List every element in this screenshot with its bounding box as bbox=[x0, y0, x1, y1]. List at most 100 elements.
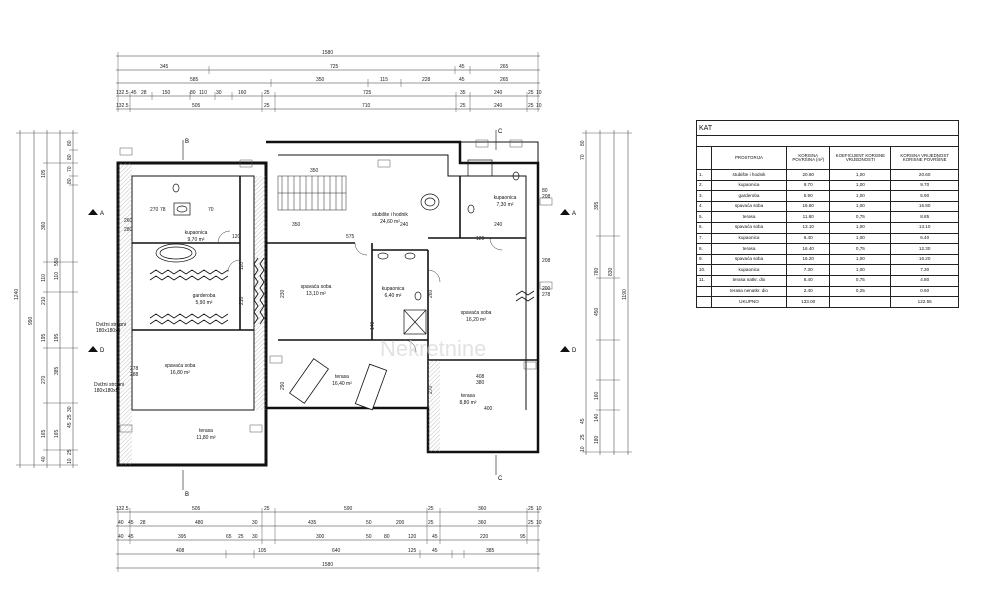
svg-text:70: 70 bbox=[580, 154, 586, 160]
svg-text:132.5: 132.5 bbox=[116, 103, 129, 109]
svg-text:220: 220 bbox=[480, 534, 489, 540]
lounger-icon bbox=[354, 363, 388, 411]
svg-text:1580: 1580 bbox=[322, 50, 333, 56]
svg-text:25: 25 bbox=[264, 90, 270, 96]
svg-text:105: 105 bbox=[41, 169, 47, 178]
svg-text:45: 45 bbox=[459, 77, 465, 83]
svg-text:115: 115 bbox=[380, 77, 388, 83]
bathtub-icon bbox=[155, 243, 197, 263]
table-total-row: UKUPNO 133.00 122.55 bbox=[696, 296, 959, 308]
svg-text:110: 110 bbox=[54, 272, 60, 280]
svg-text:13,10 m²: 13,10 m² bbox=[306, 291, 326, 297]
col-header-area: KORISNA POVRŠINA (m²) bbox=[785, 146, 831, 170]
svg-text:360: 360 bbox=[41, 221, 47, 230]
svg-text:95: 95 bbox=[520, 534, 526, 540]
svg-text:380: 380 bbox=[476, 380, 485, 386]
svg-text:395: 395 bbox=[594, 201, 600, 210]
svg-text:345: 345 bbox=[160, 64, 169, 70]
svg-text:45: 45 bbox=[459, 64, 465, 70]
svg-text:350: 350 bbox=[316, 77, 325, 83]
plan-notes: Dvižni stropni 180x180x5 Dvižni stropni … bbox=[94, 322, 126, 394]
svg-text:Dvižni stropni: Dvižni stropni bbox=[96, 322, 126, 328]
svg-text:110: 110 bbox=[199, 90, 207, 96]
svg-text:terasa: terasa bbox=[199, 428, 213, 434]
svg-text:50: 50 bbox=[366, 520, 372, 526]
svg-text:350: 350 bbox=[310, 168, 319, 174]
svg-text:50: 50 bbox=[366, 534, 372, 540]
svg-text:9,70 m²: 9,70 m² bbox=[188, 237, 205, 243]
svg-text:10: 10 bbox=[536, 103, 542, 109]
svg-text:40: 40 bbox=[41, 456, 47, 462]
bathroom-fixtures bbox=[155, 159, 520, 335]
svg-text:780: 780 bbox=[594, 267, 600, 276]
svg-text:400: 400 bbox=[484, 406, 493, 412]
svg-text:D: D bbox=[100, 348, 105, 354]
table-header-row: PROSTORIJA KORISNA POVRŠINA (m²) KOEFICI… bbox=[696, 146, 959, 170]
watermark: Nekretnine bbox=[380, 336, 486, 361]
svg-text:350: 350 bbox=[292, 222, 301, 228]
svg-text:408: 408 bbox=[176, 548, 185, 554]
svg-text:105: 105 bbox=[258, 548, 267, 554]
svg-text:kupaonica: kupaonica bbox=[185, 230, 208, 236]
svg-text:7,30 m²: 7,30 m² bbox=[497, 202, 514, 208]
svg-text:28: 28 bbox=[140, 520, 146, 526]
svg-text:110: 110 bbox=[41, 274, 47, 282]
svg-text:290: 290 bbox=[280, 381, 286, 390]
svg-text:132.5: 132.5 bbox=[116, 90, 129, 96]
svg-text:70: 70 bbox=[208, 207, 214, 213]
svg-text:30: 30 bbox=[67, 406, 73, 412]
svg-text:10: 10 bbox=[580, 446, 586, 452]
svg-text:spavaća soba: spavaća soba bbox=[165, 363, 196, 369]
washbasin-icon bbox=[377, 252, 389, 260]
svg-text:228: 228 bbox=[422, 77, 431, 83]
svg-text:195: 195 bbox=[41, 333, 47, 342]
svg-text:360: 360 bbox=[478, 506, 487, 512]
svg-text:80: 80 bbox=[384, 534, 390, 540]
svg-text:270: 270 bbox=[428, 385, 434, 394]
svg-text:408: 408 bbox=[476, 374, 485, 380]
svg-text:288: 288 bbox=[130, 372, 139, 378]
svg-text:360: 360 bbox=[478, 520, 487, 526]
svg-text:C: C bbox=[498, 129, 503, 135]
svg-text:45: 45 bbox=[432, 548, 438, 554]
svg-text:30: 30 bbox=[216, 90, 222, 96]
svg-text:210: 210 bbox=[41, 296, 47, 305]
svg-text:Dvižni stropni: Dvižni stropni bbox=[94, 382, 124, 388]
svg-text:110: 110 bbox=[239, 262, 245, 270]
svg-text:280: 280 bbox=[124, 227, 133, 233]
svg-text:25: 25 bbox=[264, 103, 270, 109]
top-dimension-lines bbox=[116, 52, 540, 112]
svg-text:6,40 m²: 6,40 m² bbox=[385, 293, 402, 299]
right-dimension-labels: 1190 830 780 450 395 160 140 180 80 70 4… bbox=[580, 140, 628, 452]
svg-text:150: 150 bbox=[162, 90, 171, 96]
svg-text:165: 165 bbox=[54, 429, 60, 438]
toilet-icon bbox=[172, 183, 180, 193]
svg-text:300: 300 bbox=[316, 534, 325, 540]
svg-text:40: 40 bbox=[118, 520, 124, 526]
svg-text:45: 45 bbox=[128, 534, 134, 540]
svg-text:16,20 m²: 16,20 m² bbox=[466, 317, 486, 323]
svg-text:270: 270 bbox=[150, 207, 159, 213]
svg-text:80: 80 bbox=[580, 140, 586, 146]
svg-text:120: 120 bbox=[476, 236, 485, 242]
lounger-icon bbox=[289, 358, 329, 404]
svg-text:A: A bbox=[572, 211, 576, 217]
svg-text:spavaća soba: spavaća soba bbox=[301, 284, 332, 290]
col-header-coef: KOEFICIJENT KORISNE VRIJEDNOSTI bbox=[829, 146, 892, 170]
top-dimension-labels: 1580 345 725 45 265 585 350 115 228 45 2… bbox=[116, 50, 542, 109]
svg-text:C: C bbox=[498, 476, 503, 482]
svg-text:40: 40 bbox=[118, 534, 124, 540]
svg-text:25: 25 bbox=[67, 449, 73, 455]
svg-text:70: 70 bbox=[67, 166, 73, 172]
svg-text:120: 120 bbox=[232, 234, 241, 240]
svg-text:78: 78 bbox=[160, 207, 166, 213]
svg-text:45: 45 bbox=[580, 418, 586, 424]
svg-text:385: 385 bbox=[486, 548, 495, 554]
svg-text:990: 990 bbox=[28, 316, 34, 325]
svg-text:80: 80 bbox=[67, 154, 73, 160]
svg-text:208: 208 bbox=[542, 258, 551, 264]
svg-text:165: 165 bbox=[41, 429, 47, 438]
